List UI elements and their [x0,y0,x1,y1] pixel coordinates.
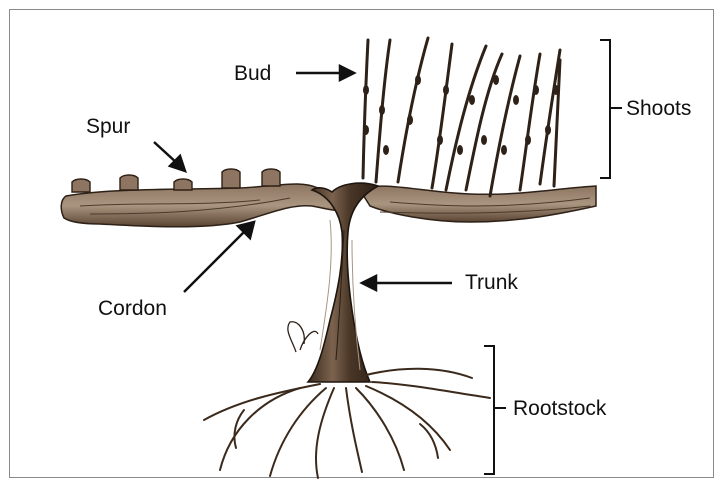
trunk-label: Trunk [465,272,518,293]
sucker-leaf [288,322,318,352]
cordon-arrow [184,222,254,292]
roots [204,369,490,478]
rootstock-label: Rootstock [513,398,606,419]
bud-label: Bud [234,63,271,84]
shoots-bracket [600,40,622,178]
cordon-label: Cordon [98,298,167,319]
shoots-label: Shoots [626,98,691,119]
rootstock-bracket [484,346,506,474]
shoots [363,38,560,196]
spur-label: Spur [86,116,130,137]
bud-arrow [296,66,354,80]
trunk-arrow [362,276,452,290]
spur-arrow [154,142,185,171]
